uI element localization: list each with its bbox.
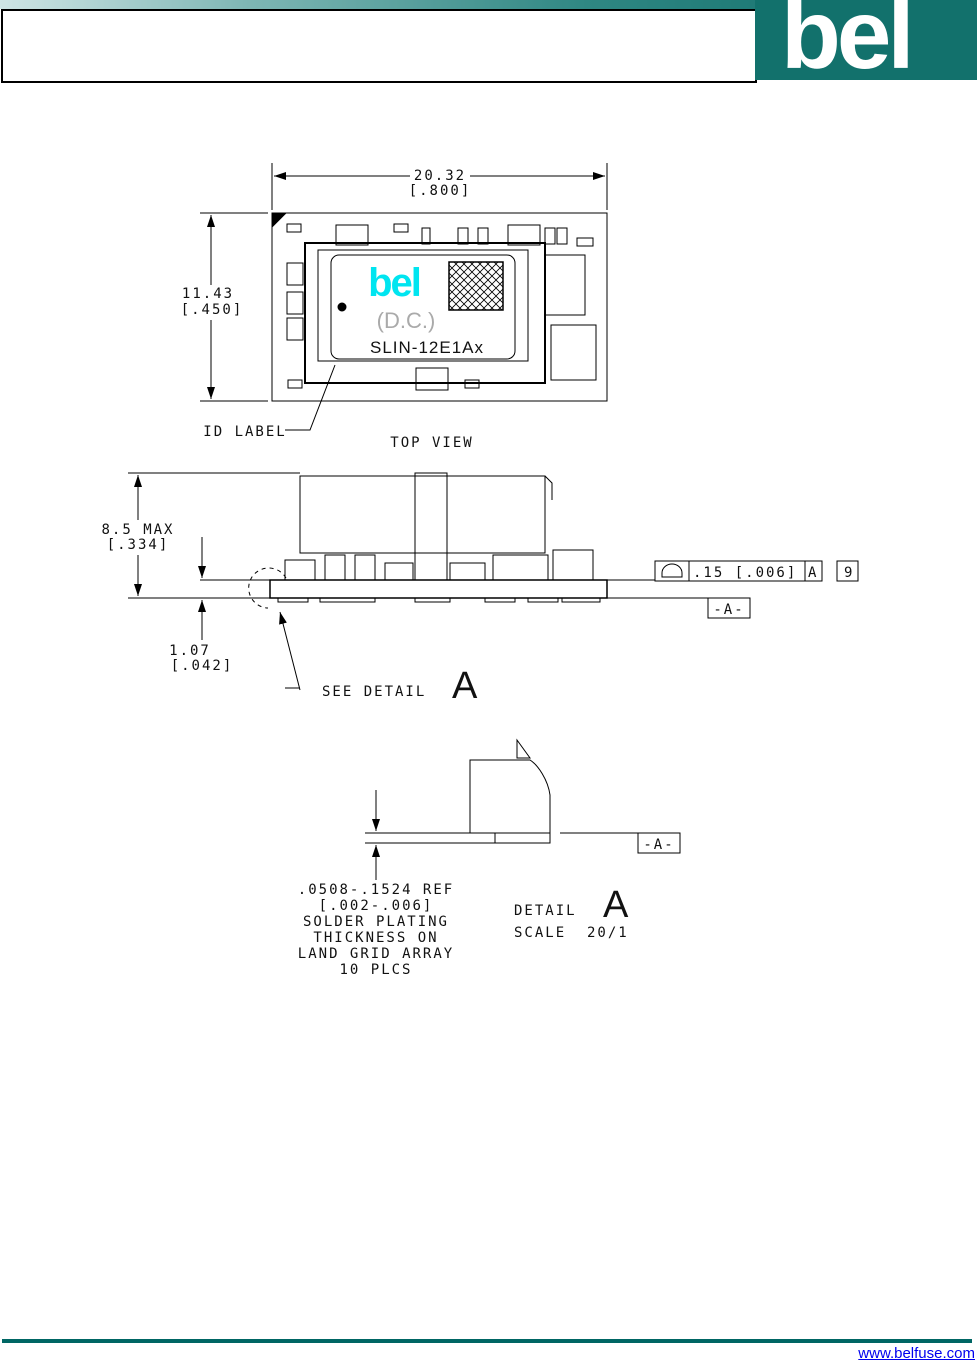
qr-code-icon	[448, 261, 504, 311]
profile-of-surface-icon	[661, 563, 683, 578]
see-detail-callout: SEE DETAIL	[322, 684, 426, 700]
id-label-callout: ID LABEL	[203, 424, 286, 440]
max-height-dimension-in: [.334]	[107, 537, 170, 553]
label-part-number: SLIN-12E1Ax	[370, 338, 484, 357]
label-logo: bel	[368, 261, 420, 305]
datum-a-label: -A-	[713, 602, 744, 618]
height-dimension: 11.43	[182, 286, 234, 302]
note-line: .0508-.1524 REF	[298, 882, 454, 898]
board-thickness-in: [.042]	[171, 658, 234, 674]
side-view	[128, 472, 859, 691]
note-line: 10 PLCS	[339, 962, 412, 978]
header-band	[0, 0, 977, 9]
detail-scale: SCALE 20/1	[514, 925, 629, 941]
board-thickness: 1.07	[169, 643, 211, 659]
tolerance-datum: A	[808, 565, 818, 581]
note-line: SOLDER PLATING	[303, 914, 449, 930]
solder-note: .0508-.1524 REF [.002-.006] SOLDER PLATI…	[298, 882, 454, 978]
top-view	[200, 163, 608, 431]
label-date-code: (D.C.)	[377, 308, 436, 333]
top-view-caption: TOP VIEW	[390, 435, 473, 451]
detail-title-letter: A	[603, 884, 630, 926]
detail-datum-label: -A-	[643, 837, 674, 853]
bel-logo: bel	[755, 0, 977, 89]
width-dimension: 20.32	[414, 168, 466, 184]
detail-title: DETAIL	[514, 903, 577, 919]
footer-rule	[2, 1339, 972, 1343]
pin1-dot-icon	[337, 302, 347, 312]
title-box	[1, 9, 757, 83]
note-line: [.002-.006]	[319, 898, 434, 914]
note-number: 9	[844, 565, 854, 581]
max-height-dimension: 8.5 MAX	[101, 522, 174, 538]
width-dimension-in: [.800]	[409, 183, 472, 199]
note-line: LAND GRID ARRAY	[298, 946, 454, 962]
detail-letter: A	[452, 665, 479, 707]
height-dimension-in: [.450]	[181, 302, 244, 318]
detail-view	[365, 738, 681, 880]
tolerance-value: .15 [.006]	[693, 565, 797, 581]
website-link[interactable]: www.belfuse.com	[858, 1345, 975, 1362]
note-line: THICKNESS ON	[313, 930, 438, 946]
